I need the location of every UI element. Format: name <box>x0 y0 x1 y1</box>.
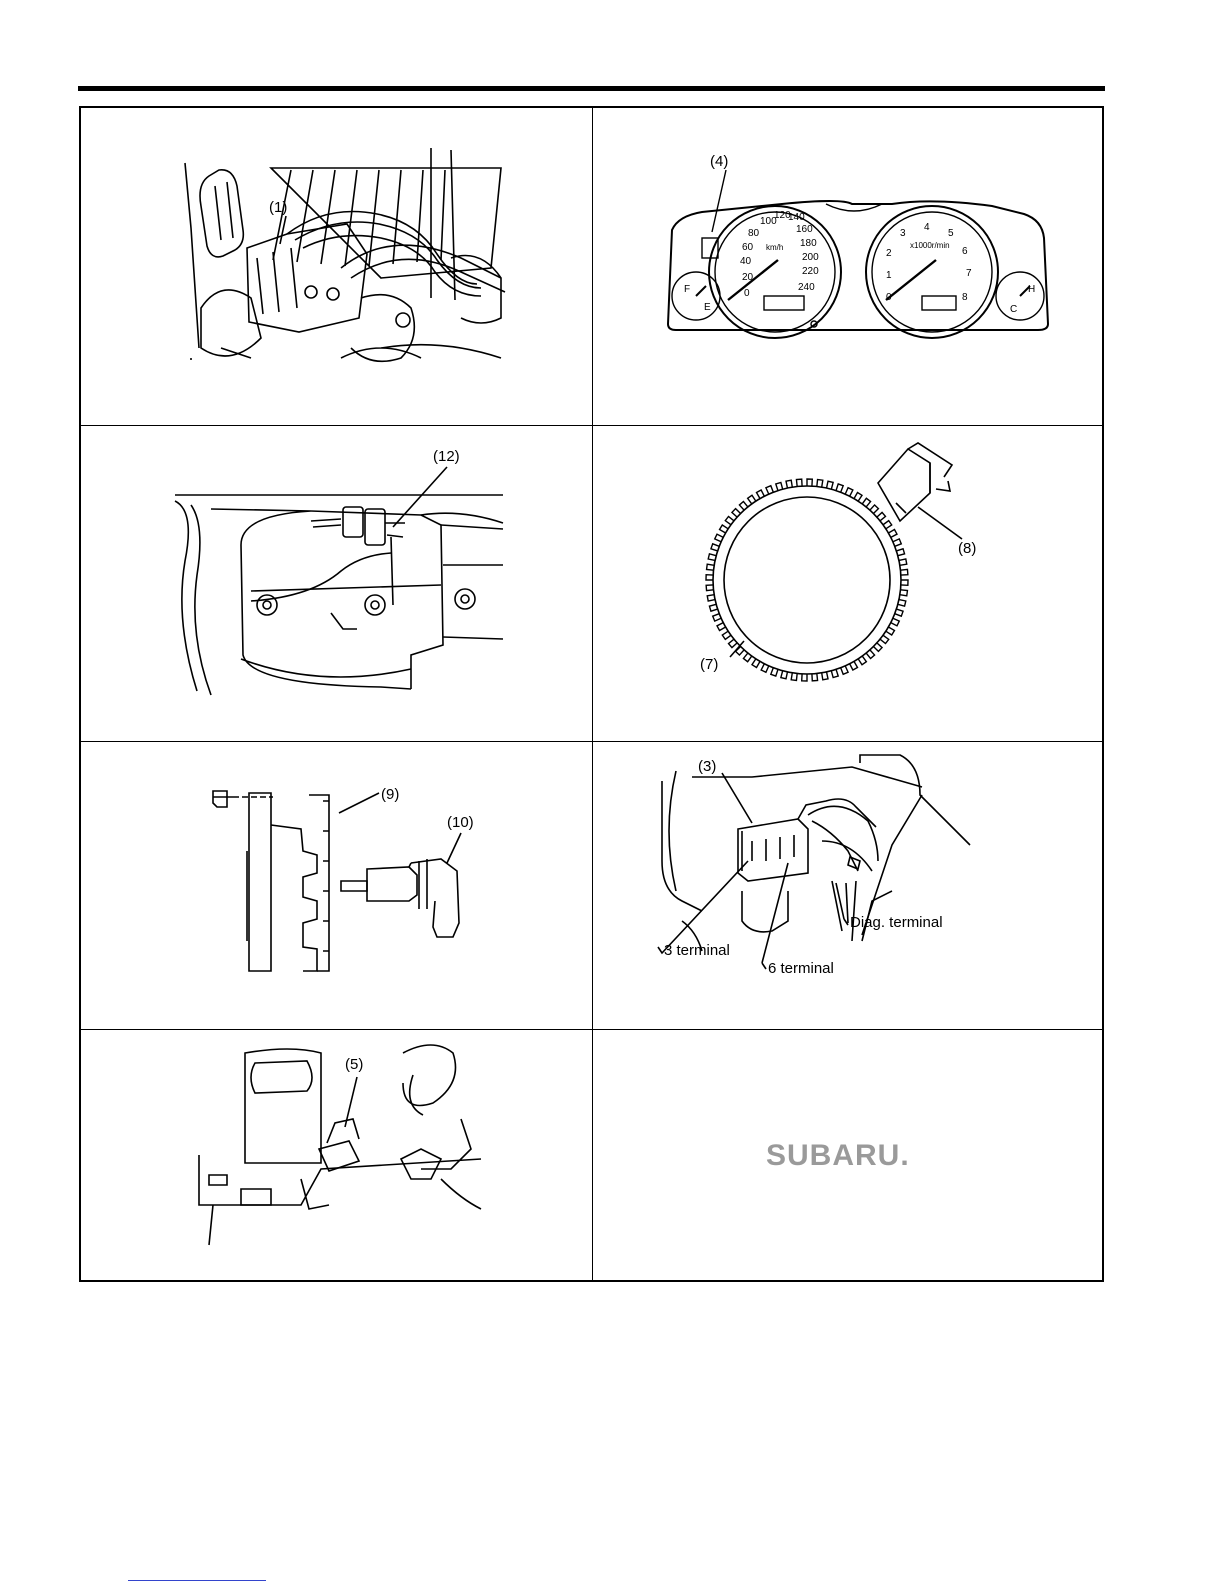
speed-tick: 140 <box>788 212 805 223</box>
rpm-tick: 5 <box>948 228 954 239</box>
rpm-unit: x1000r/min <box>910 241 950 250</box>
temp-hot: H <box>1028 284 1035 295</box>
callout-label: (7) <box>700 656 718 673</box>
callout-label: Diag. terminal <box>850 914 943 931</box>
rpm-tick: 4 <box>924 222 930 233</box>
callout-label: (4) <box>710 153 728 170</box>
callout-label: (1) <box>269 199 287 216</box>
speed-tick: 160 <box>796 224 813 235</box>
speed-tick: 40 <box>740 256 752 267</box>
footer-link-underline[interactable] <box>128 1580 266 1581</box>
callout-label: (10) <box>447 814 474 831</box>
speed-tick: 0 <box>744 288 750 299</box>
tone-wheel-tooth <box>706 575 713 580</box>
figure-sensor-connector: (12) <box>81 425 592 741</box>
tone-wheel-tooth <box>901 580 908 585</box>
callout-label: (8) <box>958 540 976 557</box>
tone-wheel-tooth <box>802 674 807 681</box>
tone-wheel-tooth <box>807 479 812 486</box>
rpm-tick: 1 <box>886 270 892 281</box>
speed-tick: 240 <box>798 282 815 293</box>
speed-tick: 180 <box>800 238 817 249</box>
figure-dash-connector: (5) <box>81 1029 592 1282</box>
rpm-tick: 3 <box>900 228 906 239</box>
callout-label: (9) <box>381 786 399 803</box>
figure-combination-meter: 0 20 40 60 80 100 120 140 160 180 200 22… <box>592 108 1106 425</box>
figure-grid: (1) 0 20 40 60 80 <box>79 106 1104 1282</box>
fuel-full: F <box>684 284 690 295</box>
figure-tone-wheel: (8) (7) <box>592 425 1106 741</box>
figure-diag-connector: (3) 3 terminal 6 terminal Diag. terminal <box>592 741 1106 1029</box>
speed-tick: 80 <box>748 228 760 239</box>
callout-label: (12) <box>433 448 460 465</box>
figure-sensor-bolt: (9) (10) <box>81 741 592 1029</box>
callout-label: 6 terminal <box>768 960 834 977</box>
callout-label: (3) <box>698 758 716 775</box>
rpm-tick: 0 <box>886 292 892 303</box>
header-rule <box>78 86 1105 91</box>
speed-tick: 20 <box>742 272 754 283</box>
speed-tick: 220 <box>802 266 819 277</box>
figure-logo-cell: SUBARU. <box>592 1029 1106 1282</box>
subaru-logo: SUBARU. <box>766 1139 910 1172</box>
rpm-tick: 7 <box>966 268 972 279</box>
callout-label: (5) <box>345 1056 363 1073</box>
callout-label: 3 terminal <box>664 942 730 959</box>
rpm-tick: 2 <box>886 248 892 259</box>
temp-cold: C <box>1010 304 1017 315</box>
rpm-tick: 8 <box>962 292 968 303</box>
rpm-tick: 6 <box>962 246 968 257</box>
figure-hydraulic-unit: (1) <box>81 108 592 425</box>
speed-tick: 60 <box>742 242 754 253</box>
speed-tick: 200 <box>802 252 819 263</box>
fuel-empty: E <box>704 302 711 313</box>
speed-unit: km/h <box>766 243 783 252</box>
